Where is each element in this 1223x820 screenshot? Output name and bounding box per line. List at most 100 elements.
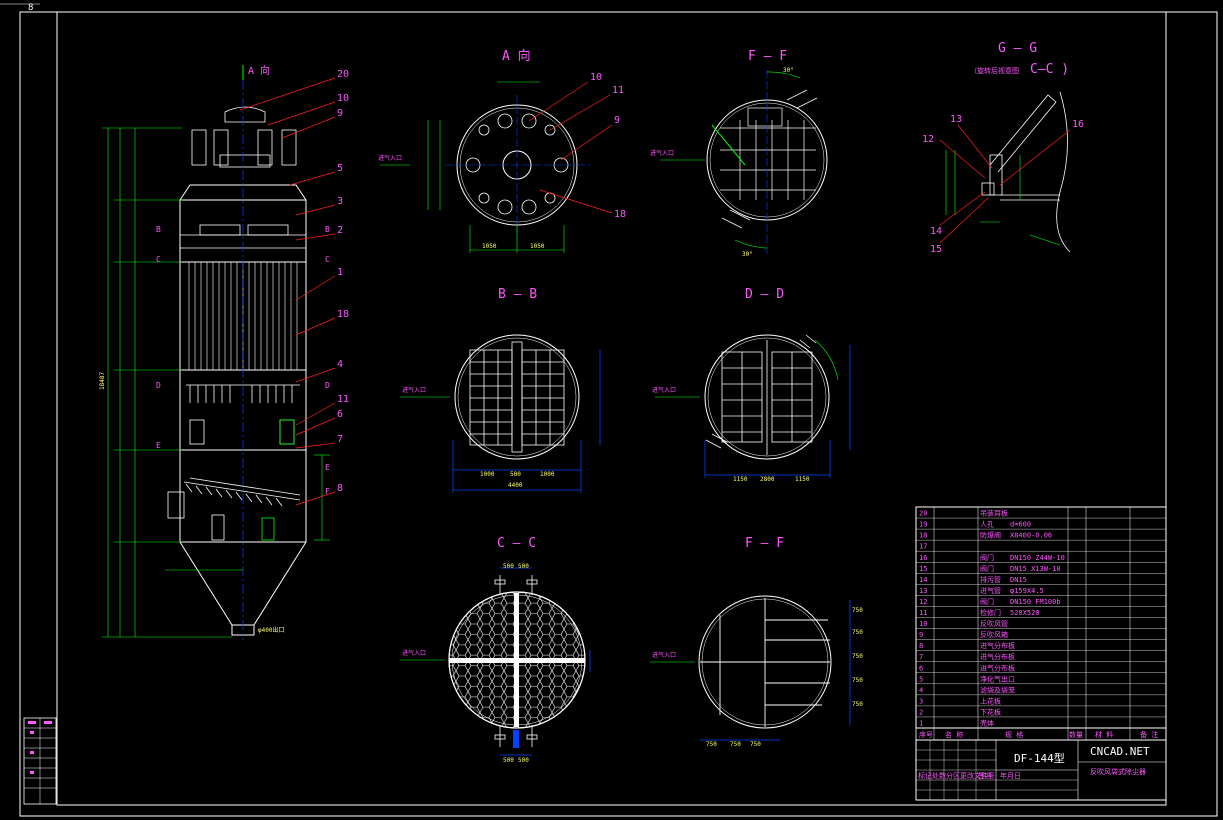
parts-row-no: 6	[919, 664, 923, 672]
svg-text:名 称: 名 称	[945, 730, 963, 739]
callout-20: 20	[337, 69, 349, 80]
parts-row-no: 9	[919, 631, 923, 639]
svg-text:11: 11	[612, 85, 624, 96]
parts-row-name: 检修门	[980, 608, 1001, 617]
svg-text:（旋转后视意图: （旋转后视意图	[970, 66, 1019, 75]
svg-text:更改文件号: 更改文件号	[960, 771, 995, 780]
svg-text:分区: 分区	[946, 771, 960, 780]
parts-row-name: 反吹风箱	[980, 630, 1008, 639]
svg-text:进气入口: 进气入口	[402, 386, 426, 394]
svg-text:30°: 30°	[742, 251, 753, 258]
parts-row-name: 人孔	[980, 521, 994, 529]
svg-text:F — F: F — F	[748, 49, 787, 64]
callout-8: 8	[337, 483, 343, 494]
parts-row-spec: DN150 Z44W-10	[1010, 554, 1065, 562]
svg-text:进气入口: 进气入口	[650, 149, 674, 157]
svg-text:G — G: G — G	[998, 41, 1037, 56]
callout-18: 18	[337, 309, 349, 320]
svg-text:16: 16	[1072, 119, 1084, 130]
svg-text:序号: 序号	[919, 730, 933, 739]
callout-10: 10	[337, 93, 349, 104]
svg-text:F — F: F — F	[745, 536, 784, 551]
parts-row-spec: d=600	[1010, 521, 1031, 529]
parts-row-name: 滤袋及袋笼	[980, 685, 1015, 694]
callout-6: 6	[337, 409, 343, 420]
svg-text:500: 500	[503, 757, 514, 764]
parts-row-no: 1	[919, 720, 923, 728]
view-g-detail: G — G （旋转后视意图 C—C ) 12 13 1	[922, 41, 1084, 255]
svg-text:C: C	[156, 255, 161, 264]
parts-row-name: 下花板	[980, 707, 1001, 716]
view-c-c: C — C 500 500 500 500 进气入口	[400, 536, 591, 764]
callout-1: 1	[337, 267, 343, 278]
svg-text:500: 500	[518, 757, 529, 764]
parts-row-no: 11	[919, 609, 927, 617]
svg-text:750: 750	[852, 653, 863, 660]
svg-text:D — D: D — D	[745, 287, 784, 302]
overall-height-dim: 18487	[99, 372, 106, 390]
svg-text:15: 15	[930, 244, 942, 255]
parts-row-name: 反吹风管	[980, 619, 1008, 628]
svg-text:备 注: 备 注	[1140, 730, 1158, 739]
svg-text:处数: 处数	[932, 771, 946, 780]
svg-text:750: 750	[852, 607, 863, 614]
parts-row-no: 10	[919, 620, 927, 628]
svg-text:规 格: 规 格	[1005, 730, 1023, 739]
svg-text:进气入口: 进气入口	[652, 651, 676, 659]
outlet-label: φ400出口	[258, 626, 284, 634]
parts-row-name: 吊装耳板	[980, 509, 1008, 518]
parts-row-no: 3	[919, 697, 923, 705]
parts-row-name: 阀门	[980, 553, 994, 562]
parts-row-spec: DN15	[1010, 576, 1027, 584]
view-f-top: F — F 30° 30° 进气入口	[650, 49, 828, 258]
svg-text:签名: 签名	[978, 771, 992, 780]
callout-4: 4	[337, 359, 343, 370]
svg-text:E: E	[156, 441, 161, 450]
drawing-title: DF-144型	[1014, 751, 1065, 765]
callout-2: 2	[337, 225, 343, 236]
parts-row-name: 净化气出口	[980, 674, 1015, 683]
parts-row-no: 17	[919, 543, 927, 551]
parts-row-no: 18	[919, 532, 927, 540]
callout-11: 11	[337, 394, 349, 405]
svg-text:10: 10	[590, 72, 602, 83]
parts-row-no: 12	[919, 598, 927, 606]
parts-row-no: 14	[919, 576, 927, 584]
svg-text:B: B	[325, 225, 330, 234]
svg-text:2800: 2800	[760, 476, 775, 483]
svg-text:1150: 1150	[795, 476, 810, 483]
svg-text:1050: 1050	[530, 243, 545, 250]
svg-text:数量: 数量	[1069, 730, 1083, 739]
parts-row-spec: φ159X4.5	[1010, 587, 1044, 595]
parts-row-name: 进气管	[980, 586, 1001, 595]
parts-row-no: 4	[919, 686, 923, 694]
company-name: CNCAD.NET	[1090, 745, 1150, 758]
svg-text:500: 500	[510, 471, 521, 478]
svg-text:A 向: A 向	[248, 64, 270, 77]
svg-text:12: 12	[922, 134, 934, 145]
view-f-bottom: F — F 750 750 750 750 750 750 750 750 进气…	[650, 536, 863, 748]
svg-text:F: F	[325, 487, 330, 496]
parts-row-name: 进气分布板	[980, 663, 1015, 672]
parts-row-spec: DN15 X13W-10	[1010, 565, 1061, 573]
svg-text:B: B	[156, 225, 161, 234]
drawing-border	[0, 3, 1218, 817]
parts-row-no: 19	[919, 521, 927, 529]
parts-row-name: 进气分布板	[980, 641, 1015, 650]
parts-row-name: 防爆阀	[980, 531, 1001, 540]
callout-9: 9	[337, 108, 343, 119]
parts-row-name: 上花板	[980, 696, 1001, 705]
svg-text:C—C ): C—C )	[1030, 62, 1069, 77]
svg-text:E: E	[325, 463, 330, 472]
svg-text:C: C	[325, 255, 330, 264]
parts-row-no: 20	[919, 510, 927, 518]
parts-row-name: 进气分布板	[980, 652, 1015, 661]
parts-row-name: 阀门	[980, 597, 994, 606]
svg-text:材 料: 材 料	[1095, 730, 1113, 739]
svg-text:标记: 标记	[918, 771, 932, 780]
svg-text:13: 13	[950, 114, 962, 125]
svg-text:750: 750	[852, 677, 863, 684]
